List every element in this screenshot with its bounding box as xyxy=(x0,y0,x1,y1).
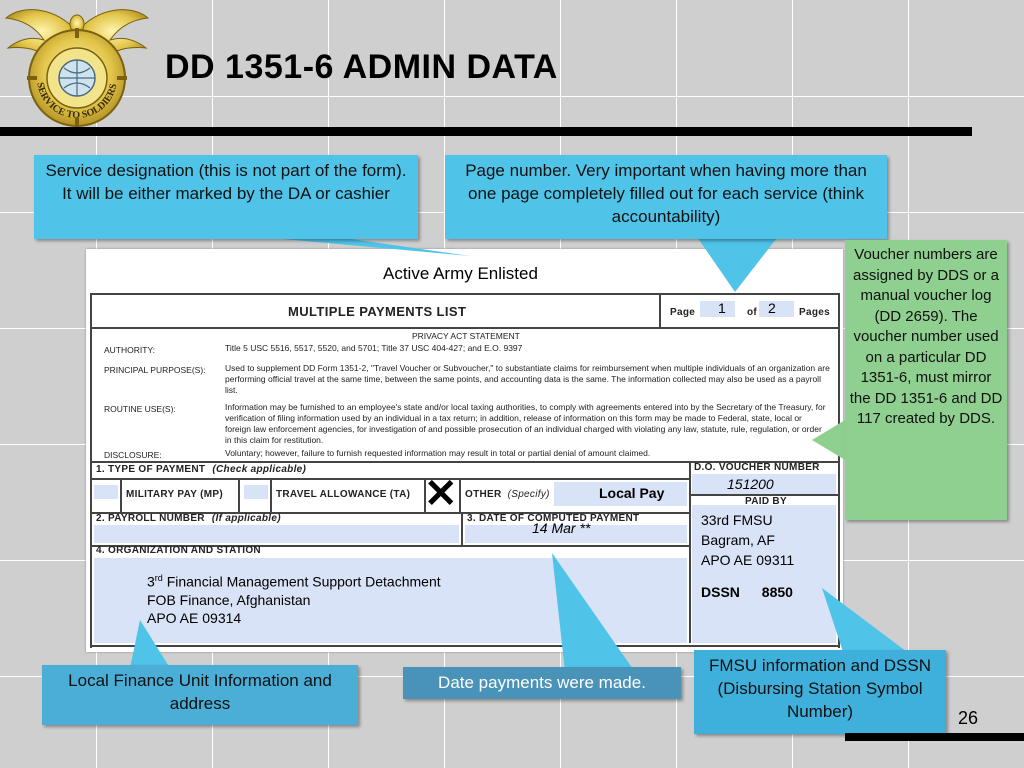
fmsu-info-callout: FMSU information and DSSN (Disbursing St… xyxy=(694,650,946,734)
date-computed-value: 14 Mar ** xyxy=(532,520,591,536)
service-designation-callout: Service designation (this is not part of… xyxy=(34,155,418,239)
org-station-block: 3rd Financial Management Support Detachm… xyxy=(147,569,441,627)
page-label: Page xyxy=(670,307,696,318)
travel-allowance-checkbox[interactable] xyxy=(244,485,268,499)
other-value: Local Pay xyxy=(599,485,665,501)
dssn-row: DSSN 8850 xyxy=(701,584,793,600)
paid-by-line-1: 33rd FMSU xyxy=(701,512,773,528)
authority-label: AUTHORITY: xyxy=(104,345,156,355)
x-check-mark-icon: ✕ xyxy=(424,472,458,516)
paid-by-line-3: APO AE 09311 xyxy=(701,552,795,568)
do-voucher-value: 151200 xyxy=(727,476,774,492)
page-value: 1 xyxy=(718,300,726,316)
payroll-number-field[interactable] xyxy=(94,525,459,543)
military-pay-checkbox[interactable] xyxy=(94,485,118,499)
payroll-number-label: 2. PAYROLL NUMBER (If applicable) xyxy=(96,513,281,524)
form-header: MULTIPLE PAYMENTS LIST xyxy=(288,304,467,319)
travel-allowance-label: TRAVEL ALLOWANCE (TA) xyxy=(276,489,411,500)
do-voucher-label: D.O. VOUCHER NUMBER xyxy=(694,462,820,473)
slide-title: DD 1351-6 ADMIN DATA xyxy=(165,48,558,86)
dd-1351-6-form: Active Army Enlisted MULTIPLE PAYMENTS L… xyxy=(86,249,843,652)
of-label: of xyxy=(747,307,758,318)
slide-page-number: 26 xyxy=(958,708,979,728)
principal-purpose-text: Used to supplement DD Form 1351-2, "Trav… xyxy=(225,363,830,395)
disclosure-label: DISCLOSURE: xyxy=(104,450,162,460)
authority-text: Title 5 USC 5516, 5517, 5520, and 5701; … xyxy=(225,343,523,353)
principal-purpose-label: PRINCIPAL PURPOSE(S): xyxy=(104,365,206,375)
dssn-label: DSSN xyxy=(701,584,740,600)
disclosure-text: Voluntary; however, failure to furnish r… xyxy=(225,448,651,458)
dssn-value: 8850 xyxy=(761,584,793,600)
date-computed-label: 3. DATE OF COMPUTED PAYMENT xyxy=(467,513,640,524)
local-finance-callout: Local Finance Unit Information and addre… xyxy=(42,665,358,725)
routine-uses-text: Information may be furnished to an emplo… xyxy=(225,402,826,445)
service-to-soldiers-logo: SERVICE TO SOLDIERS xyxy=(2,2,152,130)
title-divider xyxy=(0,127,972,136)
military-pay-label: MILITARY PAY (MP) xyxy=(126,489,223,500)
other-label: OTHER (Specify) xyxy=(465,489,550,500)
routine-uses-label: ROUTINE USE(S): xyxy=(104,404,176,414)
privacy-heading: PRIVACY ACT STATEMENT xyxy=(412,331,520,341)
org-line-2: FOB Finance, Afghanistan xyxy=(147,591,311,608)
voucher-numbers-callout: Voucher numbers are assigned by DDS or a… xyxy=(845,240,1007,520)
pages-label: Pages xyxy=(799,307,830,318)
date-payments-callout: Date payments were made. xyxy=(403,667,681,699)
pages-value: 2 xyxy=(768,300,776,316)
org-station-label: 4. ORGANIZATION AND STATION xyxy=(96,545,261,556)
page-number-callout: Page number. Very important when having … xyxy=(445,155,887,239)
org-line-3: APO AE 09314 xyxy=(147,609,242,626)
paid-by-block: 33rd FMSU Bagram, AF APO AE 09311 xyxy=(701,510,794,570)
service-designation: Active Army Enlisted xyxy=(383,264,538,283)
paid-by-line-2: Bagram, AF xyxy=(701,532,775,548)
paid-by-label: PAID BY xyxy=(745,496,787,507)
footer-divider xyxy=(845,733,1024,741)
type-of-payment-label: 1. TYPE OF PAYMENT (Check applicable) xyxy=(96,464,307,475)
org-line-1: 3rd Financial Management Support Detachm… xyxy=(147,573,441,590)
